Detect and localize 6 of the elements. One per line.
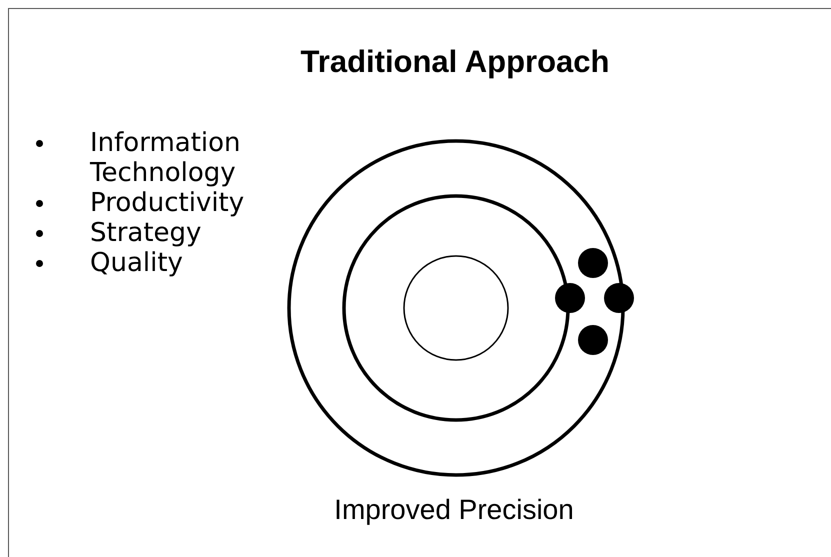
list-item-text: Strategy <box>90 218 202 248</box>
list-item-text: Productivity <box>90 188 244 218</box>
list-item-text: Quality <box>90 248 183 278</box>
title: Traditional Approach <box>300 44 610 80</box>
list-item-text: Information Technology <box>90 128 241 188</box>
caption: Improved Precision <box>333 494 575 526</box>
